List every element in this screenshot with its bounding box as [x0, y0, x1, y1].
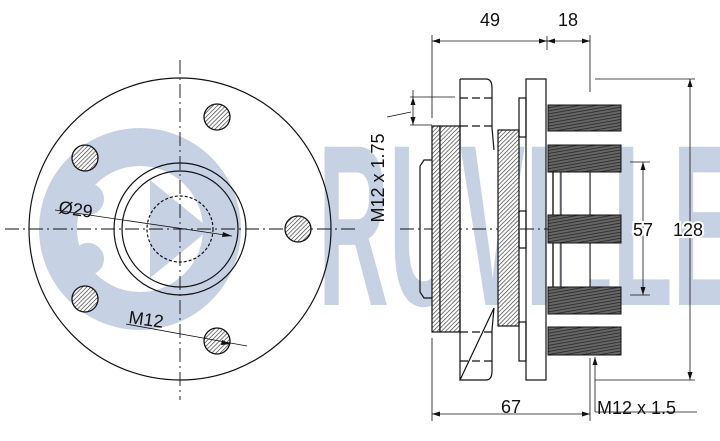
bolt — [284, 215, 312, 243]
mounting-flange — [459, 78, 495, 381]
hub-outer-ring — [113, 162, 247, 296]
bearing-cap — [419, 159, 432, 299]
bolt-holes — [71, 103, 312, 355]
stud — [547, 286, 622, 315]
pilot-diameter-label: 57 — [633, 220, 653, 240]
flange-diameter-label: 128 — [673, 220, 703, 240]
dimension-lines — [386, 35, 697, 421]
width-flange-label: 49 — [480, 10, 500, 30]
bolt — [71, 285, 99, 313]
mount-thread-label: M12 x 1.75 — [368, 133, 388, 222]
stud — [547, 326, 622, 356]
side-view: 49 18 67 57 128 M12 x 1.75 M12 x 1.5 — [368, 10, 705, 421]
bolt — [203, 103, 231, 131]
hub-inner-ring — [121, 170, 239, 288]
stud — [547, 104, 622, 132]
diameter-leader — [54, 209, 233, 237]
stud — [547, 144, 622, 173]
front-view: Ø29 M12 — [5, 60, 355, 400]
width-studs-label: 18 — [558, 10, 578, 30]
bolt — [71, 144, 99, 172]
bolt-thread-label: M12 — [127, 307, 164, 332]
stud — [547, 214, 622, 244]
flange-outline — [28, 77, 332, 381]
bolt — [203, 327, 231, 355]
wheel-flange — [525, 78, 547, 381]
bearing-housing — [439, 125, 461, 333]
spline-bore — [146, 195, 214, 263]
stud-thread-label: M12 x 1.5 — [597, 398, 676, 418]
total-width-label: 67 — [501, 397, 521, 417]
spline-diameter-label: Ø29 — [57, 197, 93, 222]
bearing-outer-race — [431, 125, 441, 333]
hub-body — [497, 129, 520, 327]
